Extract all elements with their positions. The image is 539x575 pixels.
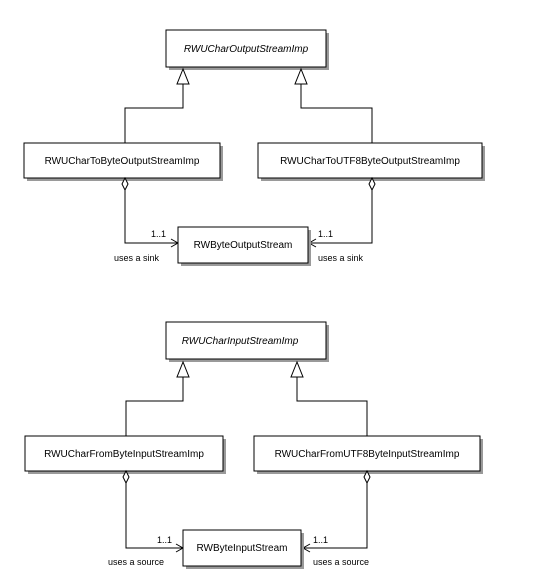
aggregation-left: 1..1 uses a sink [114, 176, 180, 263]
class-name: RWByteOutputStream [194, 240, 293, 251]
aggregation-right: 1..1 uses a source [301, 469, 371, 567]
multiplicity-label: 1..1 [318, 229, 333, 239]
inheritance-arrow-icon [176, 360, 190, 378]
class-rwucharfrombyteinputstreamimp: RWUCharFromByteInputStreamImp [24, 435, 226, 474]
class-rwbyteoutputstream: RWByteOutputStream [177, 226, 311, 266]
generalization-right [290, 360, 368, 436]
multiplicity-label: 1..1 [313, 535, 328, 545]
role-label: uses a sink [318, 253, 364, 263]
generalization-left [125, 360, 190, 436]
role-label: uses a source [108, 557, 164, 567]
class-name: RWUCharInputStreamImp [182, 336, 299, 347]
inheritance-arrow-icon [176, 67, 190, 85]
generalization-right [294, 67, 373, 143]
class-rwucharfromutf8byteinputstreamimp: RWUCharFromUTF8ByteInputStreamImp [253, 435, 483, 474]
class-name: RWUCharFromUTF8ByteInputStreamImp [275, 449, 460, 460]
generalization-left [124, 67, 190, 143]
class-rwuchartoutf8byteoutputstreamimp: RWUCharToUTF8ByteOutputStreamImp [257, 142, 485, 181]
role-label: uses a source [313, 557, 369, 567]
input-stream-diagram: RWUCharInputStreamImp RWUCharFromByteInp… [24, 321, 483, 569]
class-name: RWUCharToByteOutputStreamImp [45, 156, 200, 167]
inheritance-arrow-icon [294, 67, 308, 85]
class-rwuchartobyteoutputstreamimp: RWUCharToByteOutputStreamImp [23, 142, 223, 181]
multiplicity-label: 1..1 [151, 229, 166, 239]
aggregation-right: 1..1 uses a sink [307, 176, 376, 263]
class-name: RWUCharOutputStreamImp [184, 44, 309, 55]
class-rwbyteinputstream: RWByteInputStream [182, 529, 304, 569]
class-rwucharoutputstreamimp: RWUCharOutputStreamImp [165, 29, 329, 70]
class-rwucharinputstreamimp: RWUCharInputStreamImp [165, 321, 329, 362]
multiplicity-label: 1..1 [157, 535, 172, 545]
class-name: RWUCharToUTF8ByteOutputStreamImp [280, 156, 460, 167]
aggregation-left: 1..1 uses a source [108, 469, 185, 567]
class-name: RWByteInputStream [197, 543, 288, 554]
role-label: uses a sink [114, 253, 160, 263]
inheritance-arrow-icon [290, 360, 304, 378]
output-stream-diagram: RWUCharOutputStreamImp RWUCharToByteOutp… [23, 29, 485, 266]
class-name: RWUCharFromByteInputStreamImp [44, 449, 204, 460]
